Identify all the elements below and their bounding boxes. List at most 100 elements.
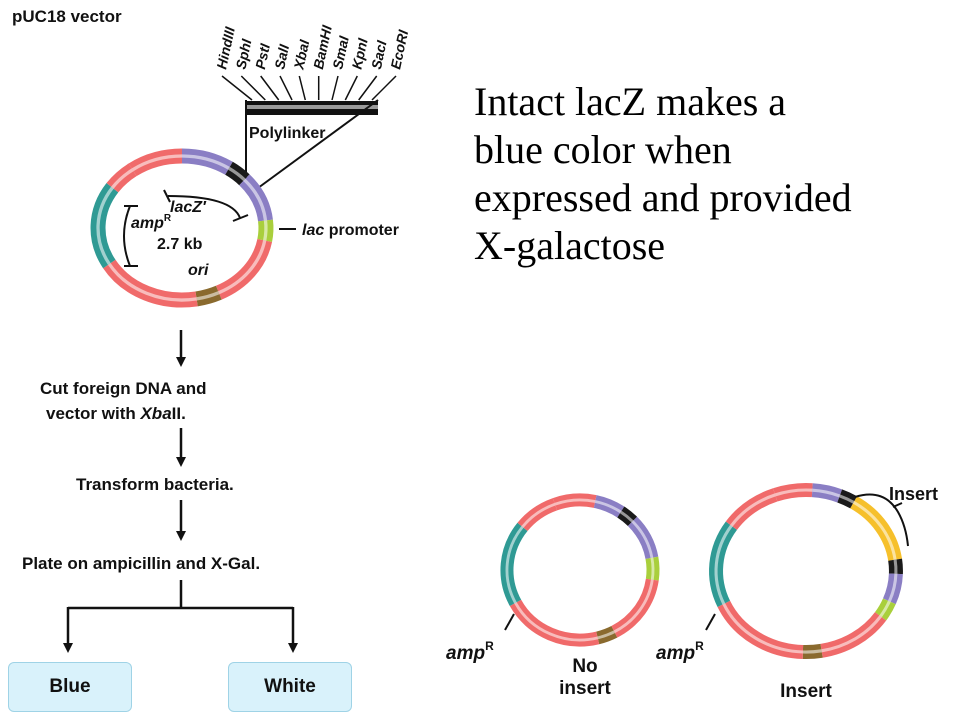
insert-segment-highlight-9 <box>722 603 803 654</box>
step-plate: Plate on ampicillin and X-Gal. <box>22 554 260 573</box>
lacz-arc-tick-end <box>232 214 249 222</box>
site-tick-7 <box>344 75 358 101</box>
site-tick-0 <box>221 75 253 101</box>
pUC18-segment-backbone-5 <box>215 238 273 300</box>
amp-arc <box>123 205 131 267</box>
pUC18-segment-highlight-1 <box>181 154 230 170</box>
insert-segment-backbone-7 <box>820 611 887 658</box>
no-insert-segment-highlight-2 <box>620 510 634 523</box>
amp-label: ampR <box>131 213 172 232</box>
insert-amp-callout <box>705 613 716 631</box>
pUC18-segment-highlight-5 <box>218 240 267 295</box>
site-label-9: EcoRI <box>387 27 411 70</box>
no-insert-segment-highlight-5 <box>613 579 654 634</box>
polylinker-label: Polylinker <box>249 125 325 142</box>
no-insert-segment-highlight-1 <box>594 500 622 514</box>
step-cut-line-2: vector with XbaII. <box>46 404 186 423</box>
pUC18-plasmid-ring <box>90 148 274 308</box>
site-label-1: SphI <box>233 37 255 71</box>
insert-caption: Insert <box>780 681 832 702</box>
step-cut-line-1: Cut foreign DNA and <box>40 379 207 398</box>
insert-segment-highlight-2 <box>839 494 855 504</box>
explanation-line-1: Intact lacZ makes a <box>474 79 787 124</box>
no-insert-plasmid-ring <box>500 493 660 647</box>
explanation-text: Intact lacZ makes a blue color when expr… <box>474 78 944 270</box>
plasmid-size-label: 2.7 kb <box>157 236 203 253</box>
pUC18-segment-highlight-8 <box>96 186 114 265</box>
insert-segment-highlight-11 <box>730 493 776 527</box>
insert-segment-insert-3 <box>850 496 903 562</box>
ori-label: ori <box>188 262 209 279</box>
insert-segment-highlight-1 <box>812 488 841 498</box>
result-blue-label: Blue <box>49 676 91 697</box>
step-transform: Transform bacteria. <box>76 475 234 494</box>
insert-segment-highlight-10 <box>714 524 733 605</box>
insert-segment-highlight-0 <box>774 488 813 497</box>
no-insert-segment-backbone-7 <box>509 599 600 647</box>
pUC18-segment-highlight-6 <box>196 291 220 301</box>
site-label-8: SacI <box>368 38 390 71</box>
insert-segment-backbone-11 <box>725 488 778 531</box>
no-insert-segment-highlight-4 <box>650 557 655 580</box>
site-tick-1 <box>240 75 266 101</box>
site-tick-3 <box>279 75 293 101</box>
lacz-arc <box>167 195 241 219</box>
insert-segment-highlight-8 <box>802 649 822 654</box>
site-tick-8 <box>358 75 378 101</box>
site-tick-6 <box>331 75 339 101</box>
result-blue-box: Blue <box>8 662 132 712</box>
insert-segment-highlight-7 <box>821 615 882 653</box>
promoter-label: lac promoter <box>302 222 399 239</box>
no-insert-segment-highlight-7 <box>514 602 599 642</box>
pUC18-segment-highlight-2 <box>228 166 246 182</box>
insert-segment-highlight-6 <box>879 600 891 618</box>
no-insert-segment-backbone-5 <box>611 578 659 638</box>
no-insert-segment-highlight-0 <box>554 498 596 506</box>
explanation-line-4: X-galactose <box>474 223 666 268</box>
no-insert-segment-highlight-3 <box>631 520 654 559</box>
lacz-arc-tick-start <box>163 189 171 203</box>
pUC18-segment-highlight-4 <box>263 220 268 241</box>
no-insert-segment-lacz-3 <box>627 516 659 560</box>
explanation-line-3: expressed and provided <box>474 175 852 220</box>
polylinker-bar-core <box>246 105 378 109</box>
restriction-site-ticks <box>221 75 397 101</box>
insert-segment-highlight-4 <box>893 559 898 574</box>
site-label-6: SmaI <box>329 33 352 70</box>
insert-bracket <box>854 493 909 547</box>
no-insert-segment-highlight-9 <box>521 502 556 528</box>
no-insert-caption-line-2: insert <box>559 678 611 699</box>
pUC18-segment-highlight-0 <box>131 154 183 172</box>
explanation-line-2: blue color when <box>474 127 732 172</box>
no-insert-caption-line-1: No <box>572 656 597 677</box>
insert-amp-label: ampR <box>656 639 704 664</box>
insert-segment-highlight-3 <box>852 500 897 560</box>
result-white-box: White <box>228 662 352 712</box>
site-tick-9 <box>371 75 397 101</box>
no-insert-segment-highlight-6 <box>597 630 615 640</box>
insert-segment-backbone-9 <box>717 600 804 659</box>
pUC18-segment-highlight-9 <box>111 168 134 189</box>
restriction-site-labels: HindIIISphIPstISalIXbaIBamHISmaIKpnISacI… <box>213 23 411 72</box>
no-insert-amp-callout <box>504 613 515 631</box>
insert-bracket-label: Insert <box>889 484 938 504</box>
result-white-label: White <box>264 676 316 697</box>
site-label-3: SalI <box>271 42 292 71</box>
insert-segment-highlight-5 <box>887 573 898 602</box>
polylinker-bar-lower <box>246 109 378 115</box>
polylinker-bar <box>246 101 378 107</box>
vector-title: pUC18 vector <box>12 7 122 26</box>
insert-plasmid-ring <box>709 483 903 660</box>
no-insert-segment-highlight-8 <box>505 525 524 604</box>
pUC18-segment-highlight-7 <box>107 263 197 302</box>
site-label-2: PstI <box>252 41 273 71</box>
polylinker-expansion-line-right <box>257 99 379 189</box>
site-tick-2 <box>260 75 280 101</box>
site-tick-4 <box>298 75 307 101</box>
site-label-7: KpnI <box>349 36 371 71</box>
insert-bracket-notch <box>892 502 903 508</box>
site-label-4: XbaI <box>290 37 312 71</box>
lacz-label: lacZ′ <box>170 199 207 216</box>
no-insert-amp-label: ampR <box>446 639 494 664</box>
